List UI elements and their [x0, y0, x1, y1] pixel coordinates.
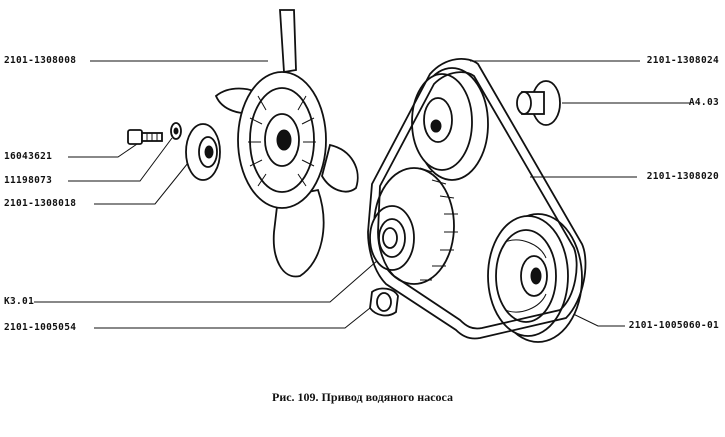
leader-crank-pulley [564, 309, 625, 327]
figure-caption: Рис. 109. Привод водяного насоса [271, 390, 453, 404]
clip-drawing [369, 287, 399, 317]
leader-spacer [94, 157, 193, 205]
pulley-fins [419, 167, 458, 281]
label-v-belt-pulley: К3.01 [4, 296, 35, 307]
label-crank-pulley: 2101-1005060-01 [628, 320, 719, 331]
leader-lines [34, 60, 690, 329]
v-belt-pulley-drawing [369, 167, 458, 285]
spacer-drawing [185, 123, 221, 181]
leader-clip [94, 307, 371, 329]
label-fan: 2101-1308008 [4, 55, 77, 66]
bolt-drawing [127, 129, 163, 145]
fan-drawing [214, 9, 359, 278]
nut-drawing [516, 80, 561, 126]
leader-v-belt-pulley [34, 259, 379, 303]
label-clip: 2101-1005054 [4, 322, 77, 333]
label-bolt: 16043621 [4, 151, 53, 162]
washer-drawing [170, 122, 182, 140]
label-nut: А4.03 [688, 97, 719, 108]
label-pump-pulley: 2101-1308024 [646, 55, 719, 66]
leader-washer [68, 137, 173, 182]
belt-drawing [367, 58, 587, 340]
label-spacer: 2101-1308018 [4, 198, 77, 209]
leader-bolt [68, 141, 141, 158]
label-belt: 2101-1308020 [646, 171, 719, 182]
fan-hub-ribs [248, 95, 316, 187]
label-washer: 11198073 [4, 175, 53, 186]
